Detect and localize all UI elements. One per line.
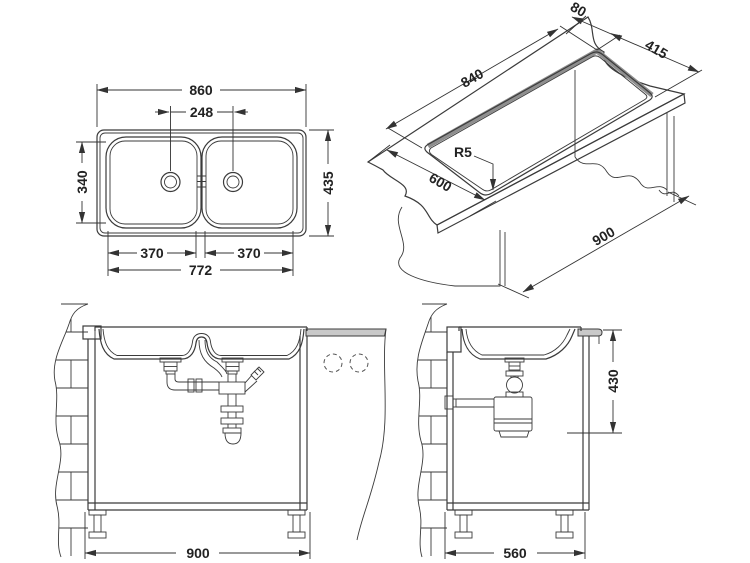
counter-section-side [577, 328, 603, 337]
dim-bowl-length-left: 370 [140, 245, 164, 261]
side-section-view: 430 560 [416, 303, 622, 561]
counter-break-edge-front [356, 328, 387, 541]
dim-cabinet-depth: 560 [503, 545, 527, 561]
bowls-section-outer [98, 328, 305, 360]
bowl-section-side-outer [461, 328, 576, 360]
dim-bowl-length-right: 370 [237, 245, 261, 261]
isometric-cutout-view: 840 80 415 600 R5 900 [366, 0, 703, 299]
sink-rim-inner [99, 132, 304, 234]
drain-left-inner [164, 175, 177, 189]
dim-overall-width: 860 [189, 82, 213, 98]
strainer-left [159, 357, 182, 375]
cabinet-back-panel-iso [574, 70, 668, 191]
wall-right-break-edge [416, 303, 448, 558]
dim-counter-length: 900 [589, 223, 617, 249]
drain-right-outer [222, 171, 244, 193]
divider-ticks [197, 175, 206, 188]
bottle-trap-side [444, 370, 533, 438]
wall-left [54, 305, 88, 556]
strainer-side [504, 357, 525, 371]
wall-bracket-front [82, 325, 102, 340]
cabinet-legs-front [88, 509, 306, 539]
dim-cabinet-width: 900 [186, 545, 210, 561]
sink-rim-outer [96, 129, 307, 237]
dim-bowl-width: 340 [74, 170, 90, 194]
strainer-right [221, 357, 244, 375]
wall-left-break-edge [53, 303, 89, 558]
wall-right-view [416, 305, 447, 556]
cabinet-side [446, 336, 590, 511]
counter-slab-top [366, 16, 686, 226]
bowl-left-outline [105, 136, 202, 229]
front-section-view: 900 [53, 303, 387, 561]
dim-counter-depth: 600 [426, 169, 454, 195]
bowl-section-side-inner [465, 328, 571, 356]
cutout-inner-wall-shadow [426, 47, 654, 149]
plan-view: 860 248 340 435 370 370 772 [74, 82, 336, 278]
counter-slab-edge [436, 93, 686, 234]
bowl-left-inner [109, 140, 198, 225]
dim-drain-spacing: 248 [190, 104, 214, 120]
tap-hole-left [323, 353, 343, 373]
dim-overall-depth: 435 [320, 171, 336, 195]
drain-right-inner [226, 175, 240, 189]
cabinet-legs-side [454, 509, 574, 539]
dim-cutout-back-offset: 80 [568, 0, 590, 20]
tap-hole-right [349, 353, 369, 373]
bowl-right-outline [201, 136, 298, 229]
wall-bracket-side [446, 326, 462, 353]
dim-drain-height: 430 [605, 369, 621, 393]
bowls-section-inner [102, 328, 302, 356]
dim-corner-radius: R5 [454, 144, 472, 160]
cabinet-panel-right-iso [658, 112, 680, 202]
cabinet-front [87, 336, 308, 511]
counter-section-front [305, 328, 387, 337]
sink-flange-front [94, 326, 308, 331]
cabinet-panel-left-iso [397, 206, 506, 287]
dim-bowls-span: 772 [189, 262, 213, 278]
drain-left-outer [160, 171, 181, 193]
trap-assembly-front [166, 339, 265, 445]
bowl-right-inner [205, 140, 294, 225]
sink-flange-side [458, 326, 582, 331]
